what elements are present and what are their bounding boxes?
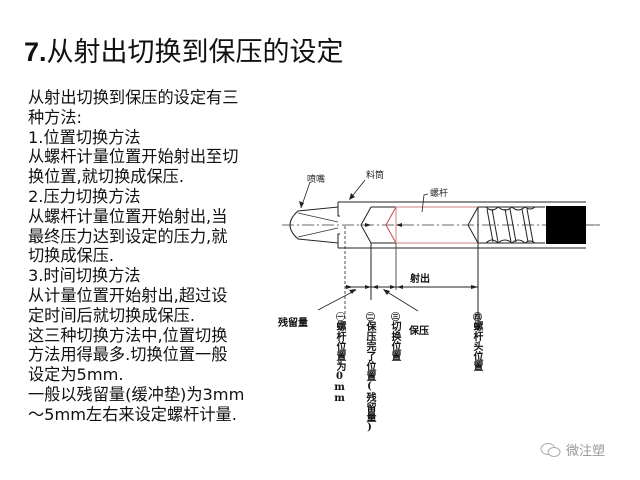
body-line: ～5mm左右来设定螺杆计量. xyxy=(28,404,237,424)
title-text: 从射出切换到保压的设定 xyxy=(46,37,344,68)
position-label-screw-head: ㊃螺杆头位置 xyxy=(471,312,482,371)
position-label-switch: ㊂切换位置 xyxy=(389,312,400,361)
body-line: 这三种切换方法中,位置切换 xyxy=(28,325,228,345)
holding-leader xyxy=(383,289,419,312)
body-line: 从螺杆计量位置开始射出至切 xyxy=(28,147,239,167)
injection-label: 射出 xyxy=(409,272,430,285)
screw-flights xyxy=(478,206,545,244)
screw-red-outline xyxy=(385,206,397,244)
screw-end-block xyxy=(546,206,586,244)
nozzle-shape xyxy=(297,206,340,244)
body-line: 一般以残留量(缓冲垫)为3mm xyxy=(28,384,245,404)
position-label-screw-zero: ㊀螺杆位置为0mm xyxy=(334,312,345,404)
body-line: 设定为5mm. xyxy=(28,365,124,385)
body-line: 最终压力达到设定的压力,就 xyxy=(28,226,228,246)
watermark-text: 微注塑 xyxy=(566,444,606,459)
wechat-logo-icon xyxy=(540,442,561,457)
body-line: 2.压力切换方法 xyxy=(28,186,141,206)
slide-title: 7.从射出切换到保压的设定 xyxy=(24,30,344,69)
body-line: 种方法: xyxy=(28,107,83,127)
screw-leader xyxy=(421,193,429,213)
watermark: 微注塑 xyxy=(540,440,605,459)
body-text: 从射出切换到保压的设定有三 种方法: 1.位置切换方法 从螺杆计量位置开始射出至… xyxy=(28,88,273,425)
title-number: 7. xyxy=(24,37,47,67)
position-label-holding-end: ㊁保压完了位置(残留量) xyxy=(364,312,375,433)
screw-tip-left xyxy=(360,206,372,244)
residual-label: 残留量 xyxy=(278,318,308,329)
body-line: 从计量位置开始射出,超过设 xyxy=(28,285,228,305)
residual-leader xyxy=(317,289,357,311)
body-line: 切换成保压. xyxy=(28,246,115,266)
body-line: 定时间后就切换成保压. xyxy=(28,305,196,325)
screw-label: 螺杆 xyxy=(430,187,448,199)
body-line: 从螺杆计量位置开始射出,当 xyxy=(28,206,228,226)
body-line: 换位置,就切换成保压. xyxy=(28,167,184,187)
body-line: 3.时间切换方法 xyxy=(28,266,141,286)
body-line: 从射出切换到保压的设定有三 xyxy=(28,88,239,107)
body-line: 方法用得最多.切换位置一般 xyxy=(28,345,228,365)
barrel-label: 料筒 xyxy=(366,169,384,181)
body-line: 1.位置切换方法 xyxy=(28,127,141,147)
holding-label: 保压 xyxy=(409,326,429,337)
nozzle-label: 喷嘴 xyxy=(307,174,325,185)
